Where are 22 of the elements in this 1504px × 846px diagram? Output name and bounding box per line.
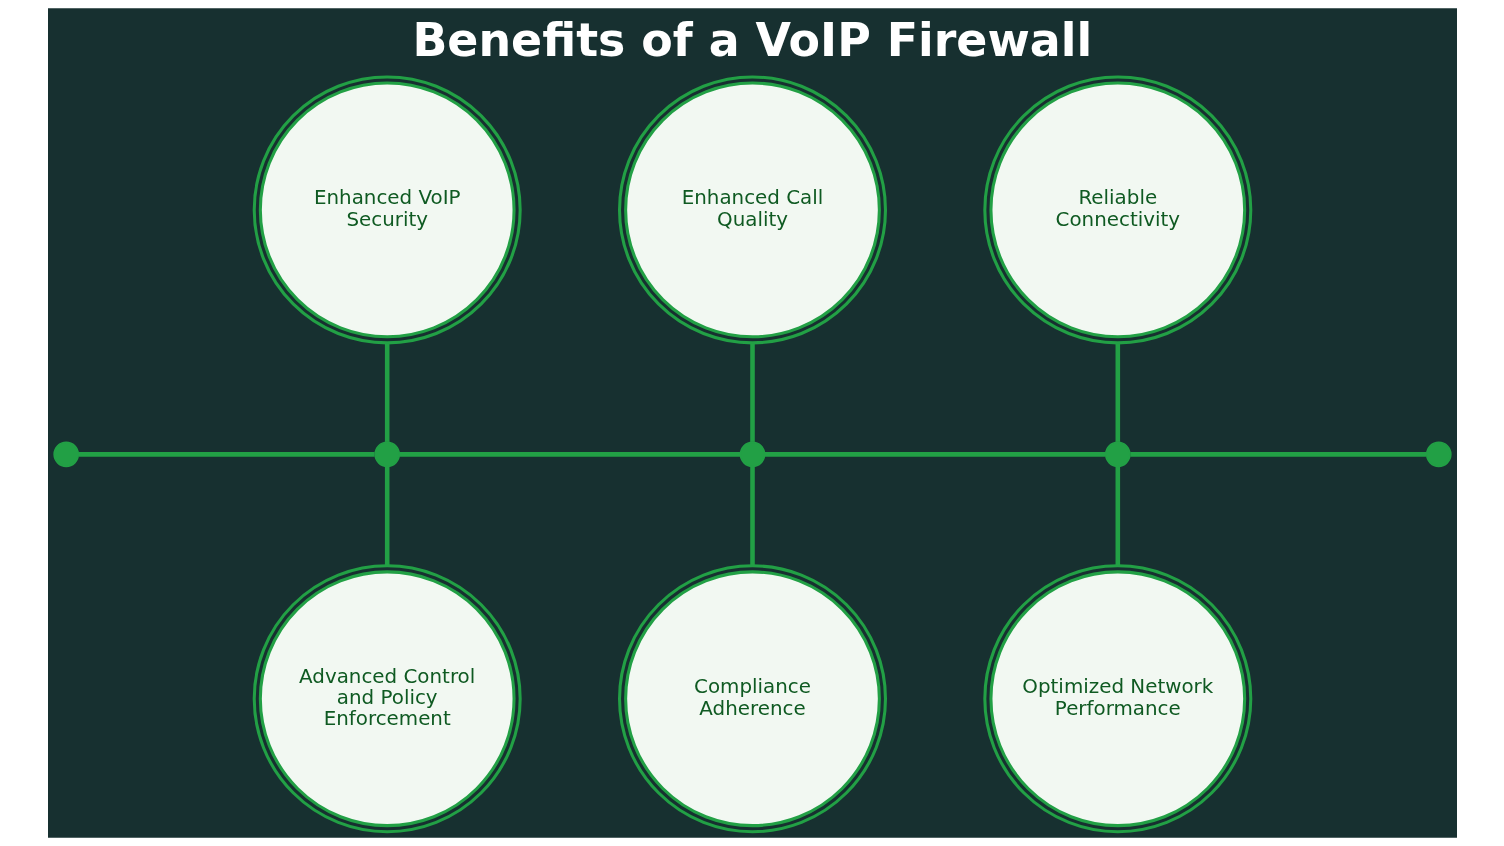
node-circle — [739, 441, 765, 468]
node-circle: Advanced Control and Policy Enforcement — [252, 564, 522, 834]
connector — [749, 466, 755, 566]
node-circle — [373, 441, 400, 468]
connector — [1129, 452, 1426, 457]
node-circle: Enhanced Call Quality — [617, 75, 887, 345]
connector — [1115, 466, 1120, 566]
connector — [764, 452, 1105, 457]
connector — [749, 343, 755, 442]
diagram-title: Benefits of a VoIP Firewall — [411, 12, 1092, 67]
connector — [1115, 343, 1120, 442]
node-circle: Compliance Adherence — [617, 564, 887, 834]
connector — [384, 343, 389, 442]
node-circle — [1425, 441, 1452, 468]
node-circle — [1104, 441, 1131, 468]
node-circle: Enhanced VoIP Security — [252, 75, 522, 345]
connector — [398, 452, 740, 457]
connector — [78, 452, 375, 457]
connector — [384, 466, 389, 566]
node-circle — [52, 441, 79, 468]
node-circle: Reliable Connectivity — [982, 75, 1252, 345]
node-circle: Optimized Network Performance — [982, 564, 1252, 834]
